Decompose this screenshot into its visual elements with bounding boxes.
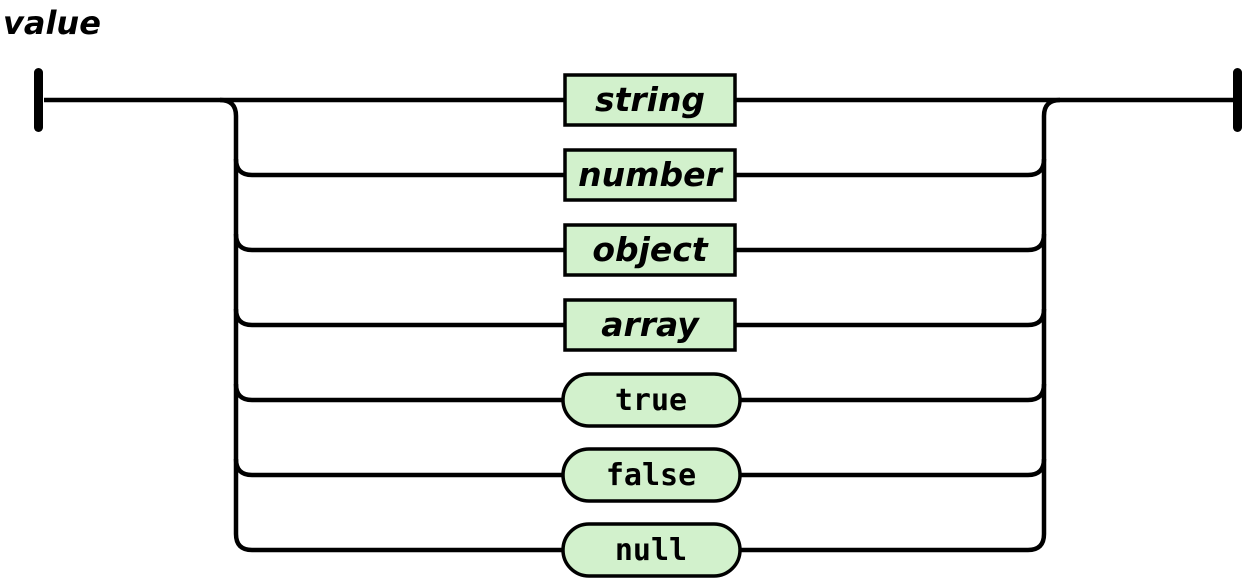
node-shapes bbox=[561, 73, 742, 578]
node-label-true: true bbox=[615, 383, 687, 418]
node-box-object bbox=[563, 223, 737, 277]
node-box-string bbox=[563, 73, 737, 127]
branch-rail-array bbox=[233, 308, 1047, 328]
branch-rail-number bbox=[233, 158, 1047, 178]
rule-name-label: value bbox=[3, 4, 101, 42]
start-cap-icon bbox=[34, 68, 43, 132]
node-pill-false bbox=[561, 447, 742, 503]
node-box-number bbox=[563, 148, 737, 202]
terminal-caps bbox=[34, 68, 1242, 132]
node-label-array: array bbox=[601, 305, 700, 344]
right-branch-rail bbox=[700, 97, 1061, 553]
node-pill-true bbox=[561, 372, 742, 428]
node-box-array bbox=[563, 298, 737, 352]
rail-lines bbox=[44, 97, 1233, 553]
end-cap-icon bbox=[1233, 68, 1242, 132]
branch-rail-true bbox=[233, 383, 1047, 403]
node-label-false: false bbox=[606, 458, 696, 493]
node-label-object: object bbox=[592, 230, 709, 269]
node-pill-null bbox=[561, 522, 742, 578]
branch-rail-object bbox=[233, 233, 1047, 253]
node-label-string: string bbox=[595, 80, 705, 119]
node-label-number: number bbox=[578, 155, 723, 194]
left-branch-rail bbox=[219, 97, 600, 553]
branch-rail-false bbox=[233, 458, 1047, 478]
node-labels: string number object array true false nu… bbox=[578, 80, 723, 568]
node-label-null: null bbox=[615, 533, 687, 568]
